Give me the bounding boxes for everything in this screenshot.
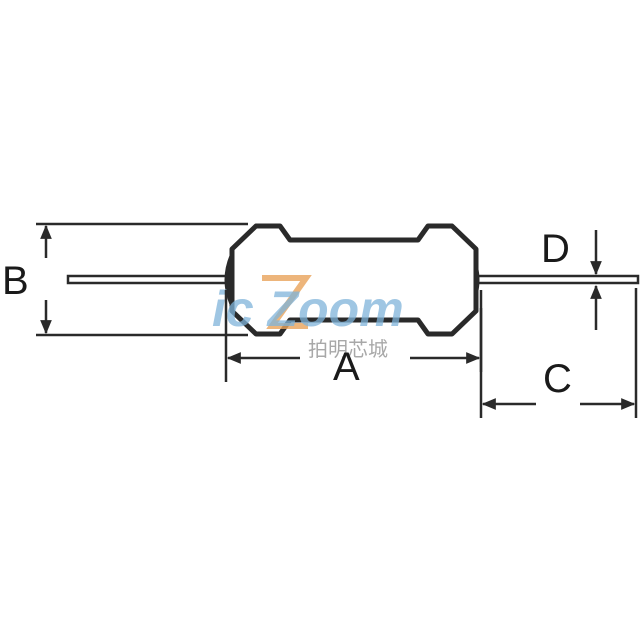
watermark: ic Zoom 拍明芯城 [212,275,404,361]
dimension-c: C [479,288,638,418]
dimension-b: B [2,222,248,337]
dimension-c-label: C [543,357,572,401]
dimension-b-label: B [2,259,29,303]
right-lead [476,274,640,285]
watermark-logo-icon [262,275,312,329]
resistor-body [229,223,479,337]
dimension-a: A [224,290,483,389]
watermark-subtitle: 拍明芯城 [308,337,388,361]
dimension-a-label: A [333,345,360,389]
dimension-d-label: D [541,227,570,271]
dimension-d: D [541,227,602,330]
watermark-brand: ic Zoom [212,281,404,337]
left-lead [66,274,230,285]
